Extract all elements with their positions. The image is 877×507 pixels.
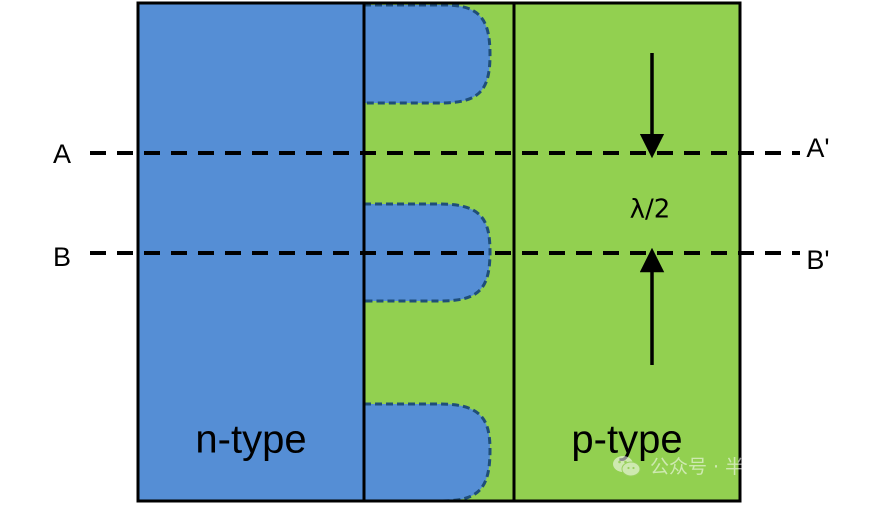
label-a: A	[53, 139, 71, 169]
label-b-prime: B'	[806, 245, 829, 275]
n-finger-bottom	[362, 402, 492, 503]
n-finger-top	[362, 3, 492, 105]
label-a-prime: A'	[806, 133, 829, 163]
label-p-type: p-type	[571, 418, 682, 462]
label-b: B	[53, 242, 71, 272]
wechat-icon	[613, 455, 641, 476]
watermark: 公众号 · 半导体	[612, 452, 782, 479]
watermark-text: 公众号 · 半导体	[650, 456, 783, 478]
label-n-type: n-type	[195, 418, 306, 462]
label-lambda-half: λ/2	[630, 195, 671, 225]
